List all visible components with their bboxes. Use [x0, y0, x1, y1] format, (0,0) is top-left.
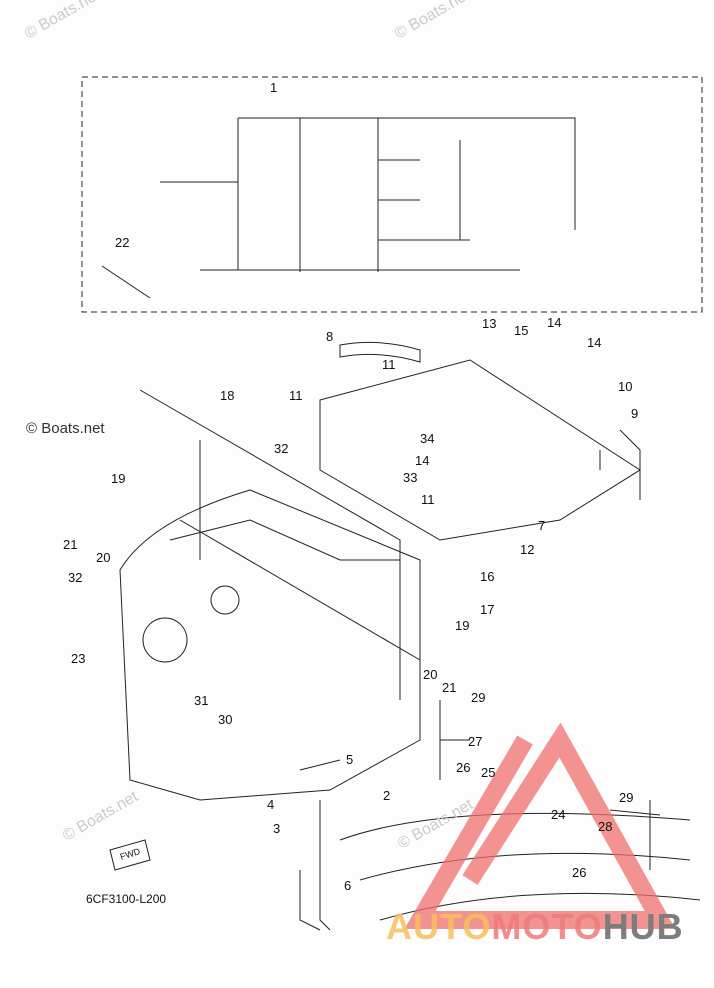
callout-25[interactable]: 25 — [481, 765, 496, 780]
callout-24[interactable]: 24 — [551, 807, 566, 822]
callout-32[interactable]: 32 — [274, 441, 289, 456]
callout-30[interactable]: 30 — [218, 712, 233, 727]
callout-29[interactable]: 29 — [619, 790, 634, 805]
callout-21[interactable]: 21 — [442, 680, 457, 695]
callout-2[interactable]: 2 — [383, 788, 391, 803]
logo-moto: MOTO — [491, 906, 603, 947]
callout-19[interactable]: 19 — [455, 618, 470, 633]
callout-19[interactable]: 19 — [111, 471, 126, 486]
callout-11[interactable]: 11 — [382, 357, 396, 372]
callout-9[interactable]: 9 — [631, 406, 639, 421]
callout-1[interactable]: 1 — [270, 80, 278, 95]
callout-3[interactable]: 3 — [273, 821, 281, 836]
callout-11[interactable]: 11 — [421, 492, 435, 507]
logo-auto: AUTO — [386, 906, 492, 947]
callout-28[interactable]: 28 — [598, 819, 613, 834]
callout-34[interactable]: 34 — [420, 431, 435, 446]
callout-29[interactable]: 29 — [471, 690, 486, 705]
wire-harness-box — [81, 76, 703, 313]
callout-11[interactable]: 11 — [289, 388, 303, 403]
callout-13[interactable]: 13 — [482, 316, 497, 331]
callout-6[interactable]: 6 — [344, 878, 352, 893]
automotohub-logo: AUTOMOTOHUB — [386, 906, 684, 948]
callout-18[interactable]: 18 — [220, 388, 235, 403]
callout-26[interactable]: 26 — [572, 865, 587, 880]
callout-16[interactable]: 16 — [480, 569, 495, 584]
logo-hub: HUB — [602, 906, 684, 947]
callout-21[interactable]: 21 — [63, 537, 78, 552]
watermark: © Boats.net — [26, 420, 105, 437]
callout-32[interactable]: 32 — [68, 570, 83, 585]
callout-14[interactable]: 14 — [415, 453, 430, 468]
callout-7[interactable]: 7 — [538, 518, 546, 533]
callout-26[interactable]: 26 — [456, 760, 471, 775]
callout-8[interactable]: 8 — [326, 329, 334, 344]
callout-4[interactable]: 4 — [267, 797, 275, 812]
callout-12[interactable]: 12 — [520, 542, 535, 557]
part-code: 6CF3100-L200 — [86, 892, 167, 906]
callout-27[interactable]: 27 — [468, 734, 483, 749]
callout-23[interactable]: 23 — [71, 651, 86, 666]
callout-15[interactable]: 15 — [514, 323, 529, 338]
callout-14[interactable]: 14 — [547, 315, 562, 330]
callout-20[interactable]: 20 — [423, 667, 438, 682]
callout-10[interactable]: 10 — [618, 379, 633, 394]
callout-14[interactable]: 14 — [587, 335, 602, 350]
callout-31[interactable]: 31 — [194, 693, 209, 708]
callout-17[interactable]: 17 — [480, 602, 495, 617]
callout-22[interactable]: 22 — [115, 235, 130, 250]
logo-triangle — [404, 722, 676, 929]
callout-20[interactable]: 20 — [96, 550, 111, 565]
callout-5[interactable]: 5 — [346, 752, 354, 767]
callout-33[interactable]: 33 — [403, 470, 418, 485]
